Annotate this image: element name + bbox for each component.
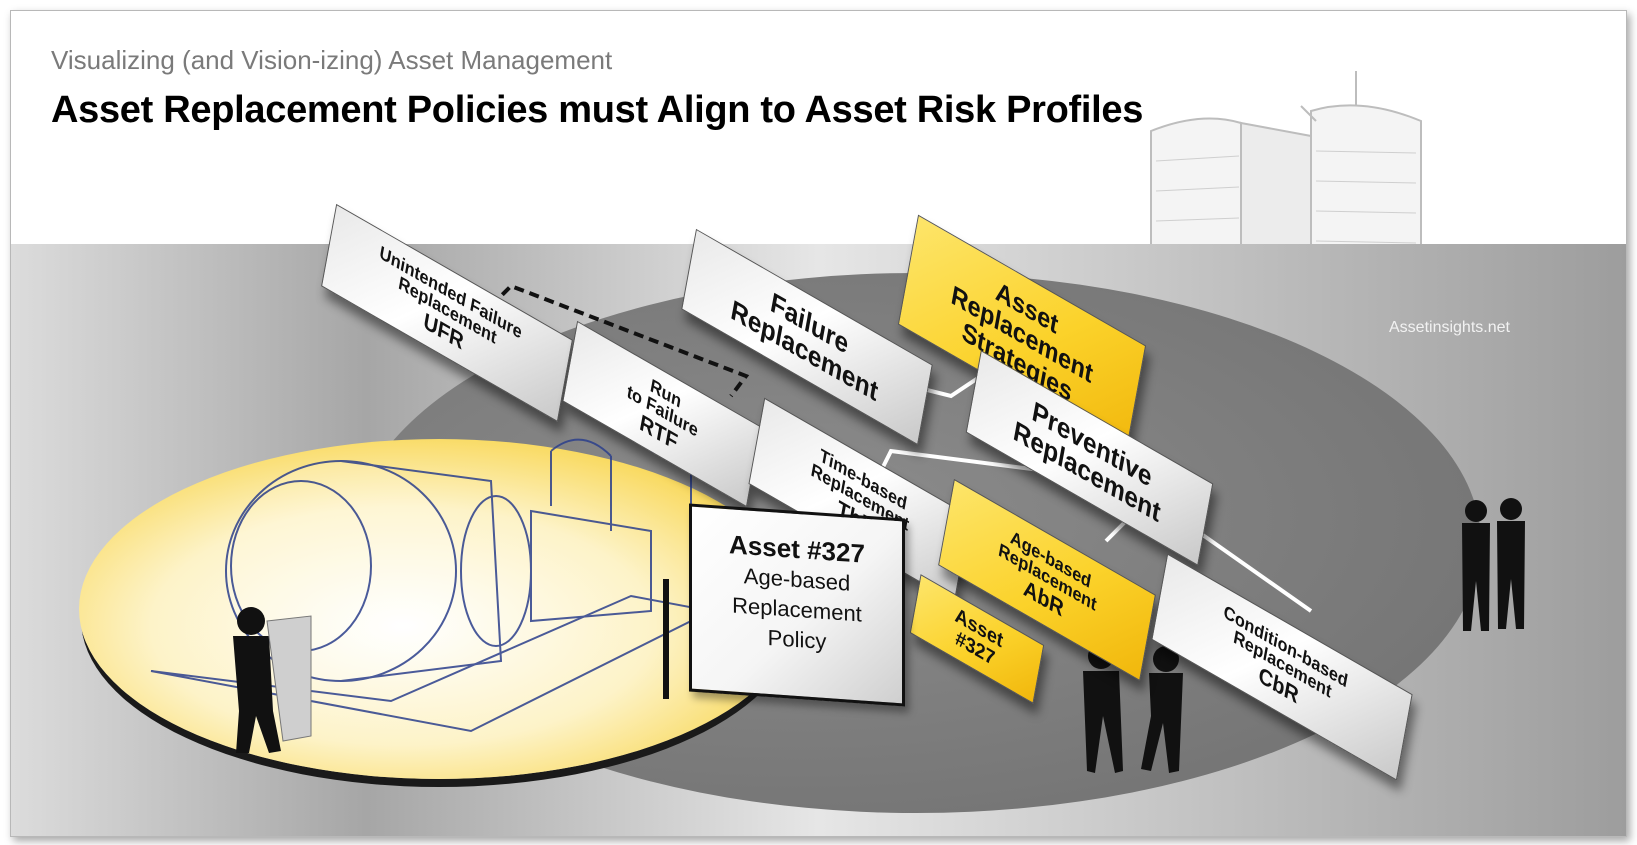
slide-subtitle: Visualizing (and Vision-izing) Asset Man…	[51, 45, 613, 75]
asset-spotlight-oval	[79, 439, 799, 779]
people-silhouettes	[233, 498, 1525, 773]
sign-pole	[663, 579, 669, 699]
asset-policy-sign: Asset #327 Age-based Replacement Policy	[689, 503, 905, 707]
slide-title: Asset Replacement Policies must Align to…	[51, 89, 1144, 131]
pump-machine-sketch	[150, 438, 715, 733]
diagram-overlay	[150, 283, 1525, 773]
site-watermark: Assetinsights.net	[1389, 319, 1510, 336]
slide: Visualizing (and Vision-izing) Asset Man…	[10, 10, 1627, 837]
